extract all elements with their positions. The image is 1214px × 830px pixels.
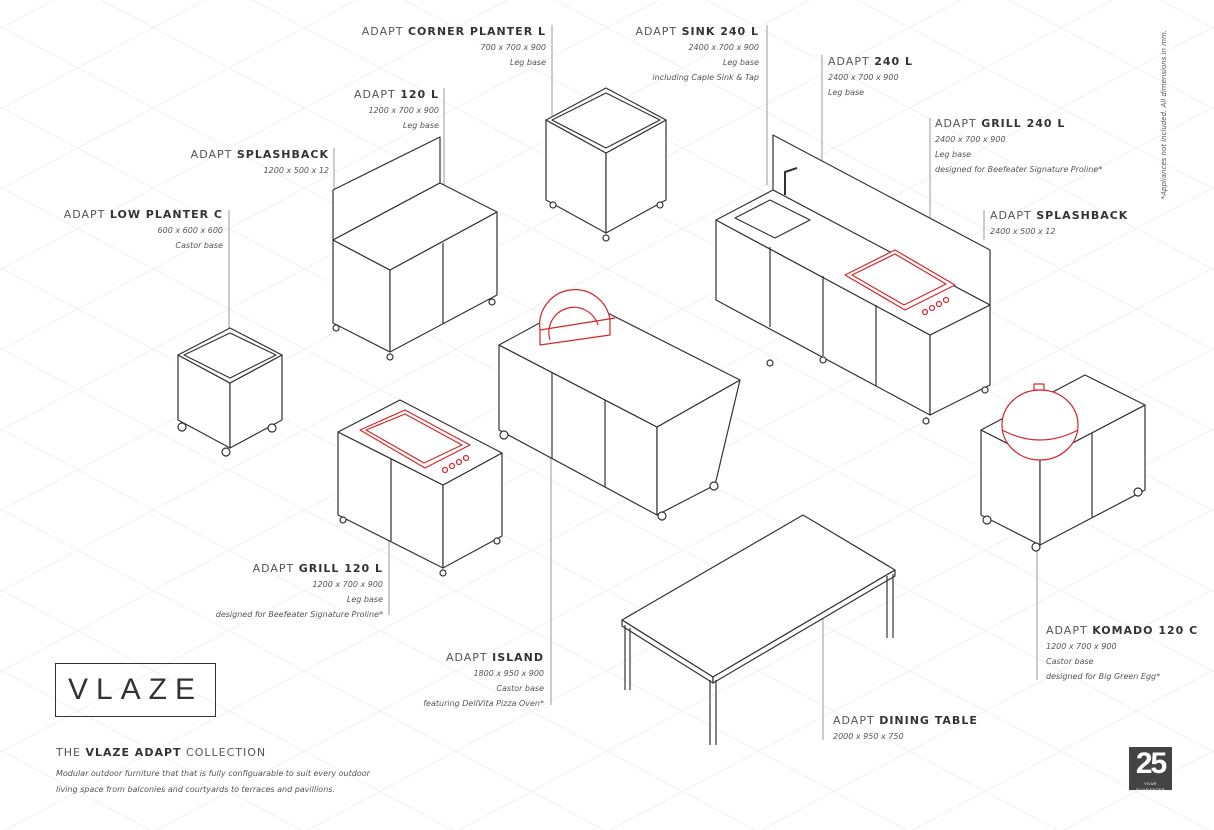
base: Leg base [402,121,439,130]
dimensions: 1200 x 700 x 900 [1046,642,1117,651]
product-name: SPLASHBACK [236,148,329,161]
prefix: ADAPT [252,562,295,575]
product-name: 120 L [400,88,439,101]
dimensions: 600 x 600 x 600 [157,226,223,235]
dimensions: 1800 x 950 x 900 [473,669,544,678]
base: Leg base [346,595,383,604]
prefix: ADAPT [828,55,870,68]
prefix: ADAPT [445,651,488,664]
product-name: GRILL 120 L [298,562,383,575]
prefix: ADAPT [1046,624,1088,637]
label-low-planter: ADAPT LOW PLANTER C 600 x 600 x 600 Cast… [64,207,223,253]
product-name: 240 L [874,55,913,68]
sink-240-drawing [715,134,991,425]
dimensions: 1200 x 700 x 900 [368,106,439,115]
product-name: DINING TABLE [879,714,978,727]
dimensions: 2400 x 700 x 900 [828,73,899,82]
label-grill-240: ADAPT GRILL 240 L 2400 x 700 x 900 Leg b… [935,116,1102,177]
pizza-oven-appliance [539,289,616,346]
collection-description: Modular outdoor furniture that that is f… [56,769,370,794]
guarantee-badge: 25 YEAR GUARANTEE [1129,747,1172,792]
cabinet-120-drawing [332,136,498,361]
label-corner-planter: ADAPT CORNER PLANTER L 700 x 700 x 900 L… [362,24,546,70]
vlaze-logo: VLAZE [55,663,216,717]
label-island: ADAPT ISLAND 1800 x 950 x 900 Castor bas… [423,650,544,711]
big-green-egg-appliance [1001,383,1079,461]
product-name: SPLASHBACK [1036,209,1129,222]
product-name: ISLAND [492,651,544,664]
product-name: SINK 240 L [681,25,759,38]
note: designed for Beefeater Signature Proline… [935,165,1103,174]
base: Castor base [1046,657,1094,666]
collection-pre: THE [56,746,81,759]
prefix: ADAPT [935,117,977,130]
label-120: ADAPT 120 L 1200 x 700 x 900 Leg base [354,87,439,133]
base: Castor base [496,684,544,693]
product-name: LOW PLANTER C [109,208,223,221]
note: including Caple Sink & Tap [652,73,759,82]
prefix: ADAPT [635,25,678,38]
low-planter-drawing [177,327,283,457]
dimensions: 2400 x 700 x 900 [688,43,759,52]
base: Leg base [935,150,972,159]
note: designed for Beefeater Signature Proline… [215,610,383,619]
product-name: GRILL 240 L [981,117,1066,130]
corner-planter-drawing [545,87,667,242]
footnote: *Appliances not included. All dimensions… [1160,30,1168,200]
prefix: ADAPT [190,148,233,161]
product-name: KOMADO 120 C [1092,624,1199,637]
prefix: ADAPT [63,208,106,221]
dimensions: 1200 x 700 x 900 [312,580,383,589]
base: Leg base [722,58,759,67]
leader-lines [228,25,1038,740]
prefix: ADAPT [833,714,875,727]
collection-title: THE VLAZE ADAPT COLLECTION [56,746,266,759]
label-dining-table: ADAPT DINING TABLE 2000 x 950 x 750 [833,713,978,744]
label-sink-240: ADAPT SINK 240 L 2400 x 700 x 900 Leg ba… [635,24,759,85]
dimensions: 2400 x 700 x 900 [935,135,1006,144]
label-240: ADAPT 240 L 2400 x 700 x 900 Leg base [828,54,913,100]
dining-table-drawing [621,514,896,745]
note: designed for Big Green Egg* [1046,672,1161,681]
base: Castor base [175,241,223,250]
dimensions: 1200 x 500 x 12 [263,166,329,175]
komado-drawing [980,374,1146,552]
dimensions: 2400 x 500 x 12 [990,227,1056,236]
grill-120-appliance [359,409,471,474]
grill-120-drawing [337,399,503,577]
label-splashback-2400: ADAPT SPLASHBACK 2400 x 500 x 12 [990,208,1128,239]
label-splashback-1200: ADAPT SPLASHBACK 1200 x 500 x 12 [191,147,329,178]
label-grill-120: ADAPT GRILL 120 L 1200 x 700 x 900 Leg b… [216,561,383,622]
dimensions: 700 x 700 x 900 [480,43,546,52]
dimensions: 2000 x 950 x 750 [833,732,904,741]
product-name: CORNER PLANTER L [407,25,546,38]
guarantee-years: 25 [1135,747,1167,780]
grill-240-appliance [844,249,956,316]
guarantee-label: YEAR GUARANTEE [1135,781,1166,792]
prefix: ADAPT [354,88,396,101]
base: Leg base [828,88,865,97]
note: featuring DeliVita Pizza Oven* [423,699,544,708]
label-komado-120: ADAPT KOMADO 120 C 1200 x 700 x 900 Cast… [1046,623,1198,684]
collection-post: COLLECTION [186,746,267,759]
base: Leg base [509,58,546,67]
prefix: ADAPT [990,209,1032,222]
island-drawing [498,289,741,521]
prefix: ADAPT [361,25,404,38]
collection-brand: VLAZE ADAPT [85,746,182,759]
